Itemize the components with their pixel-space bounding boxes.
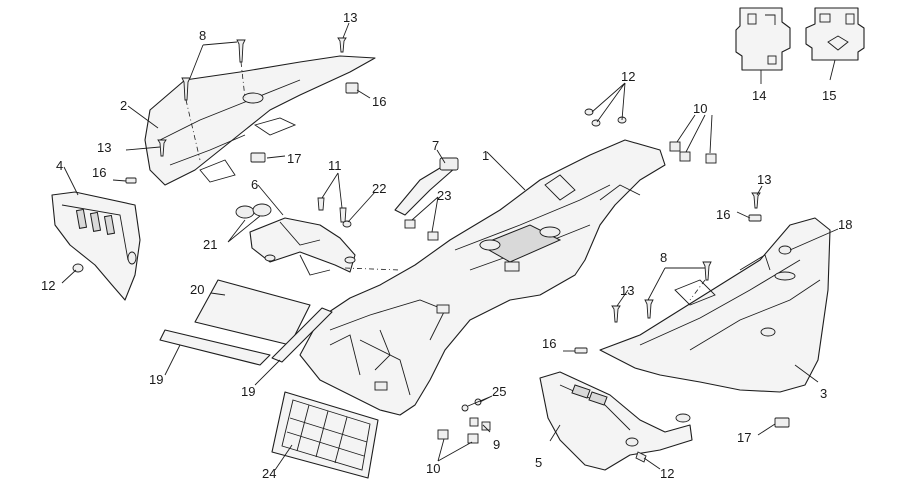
callout-12-top: 12 [621, 69, 635, 84]
callout-9: 9 [493, 437, 500, 452]
callout-12-bottom: 12 [660, 466, 674, 481]
part-19-strip-left [159, 329, 271, 366]
callout-10-right: 10 [693, 101, 707, 116]
leader-lines [61, 22, 839, 471]
part-4-left-bracket [51, 191, 141, 301]
callout-7: 7 [432, 138, 439, 153]
callout-16-left: 16 [92, 165, 106, 180]
callout-18: 18 [838, 217, 852, 232]
callout-10-bottom: 10 [426, 461, 440, 476]
callout-15: 15 [822, 88, 836, 103]
callout-4: 4 [56, 158, 63, 173]
part-1-rear-frame [299, 139, 666, 416]
callout-13-right: 13 [757, 172, 771, 187]
callout-13-top: 13 [343, 10, 357, 25]
callout-11: 11 [328, 158, 342, 173]
alignment-lines [185, 61, 706, 301]
callout-19-left: 19 [149, 372, 163, 387]
part-3-right-side-panel [599, 217, 831, 393]
part-6-tray [249, 217, 356, 276]
callout-1: 1 [482, 148, 489, 163]
callout-16-mid: 16 [542, 336, 556, 351]
callout-16-right: 16 [716, 207, 730, 222]
callout-23: 23 [437, 188, 451, 203]
callout-16-top: 16 [372, 94, 386, 109]
part-15-sticker [805, 7, 865, 61]
callout-labels: 1 2 3 4 5 6 7 8 8 9 10 10 11 12 12 12 13… [41, 10, 852, 481]
part-5-right-bracket [539, 371, 693, 471]
callout-21: 21 [203, 237, 217, 252]
part-7-strap [394, 157, 459, 216]
callout-13-left: 13 [97, 140, 111, 155]
callout-17-bottom: 17 [737, 430, 751, 445]
callout-6: 6 [251, 177, 258, 192]
callout-24: 24 [262, 466, 276, 481]
callout-8-right: 8 [660, 250, 667, 265]
callout-12-left: 12 [41, 278, 55, 293]
callout-3: 3 [820, 386, 827, 401]
part-14-sticker [735, 7, 791, 71]
callout-5: 5 [535, 455, 542, 470]
callout-22: 22 [372, 181, 386, 196]
callout-19-right: 19 [241, 384, 255, 399]
hardware-items [72, 37, 790, 463]
callout-8-top: 8 [199, 28, 206, 43]
callout-14: 14 [752, 88, 766, 103]
part-20-pad [194, 279, 311, 346]
part-21-caps [235, 203, 272, 219]
callout-25: 25 [492, 384, 506, 399]
callout-20: 20 [190, 282, 204, 297]
part-19-strip-right [271, 307, 333, 363]
callout-17-top: 17 [287, 151, 301, 166]
callout-2: 2 [120, 98, 127, 113]
callout-13-mid: 13 [620, 283, 634, 298]
part-24-grille [271, 391, 379, 479]
part-2-left-side-panel [144, 55, 376, 186]
part-18-grommet [778, 245, 792, 255]
